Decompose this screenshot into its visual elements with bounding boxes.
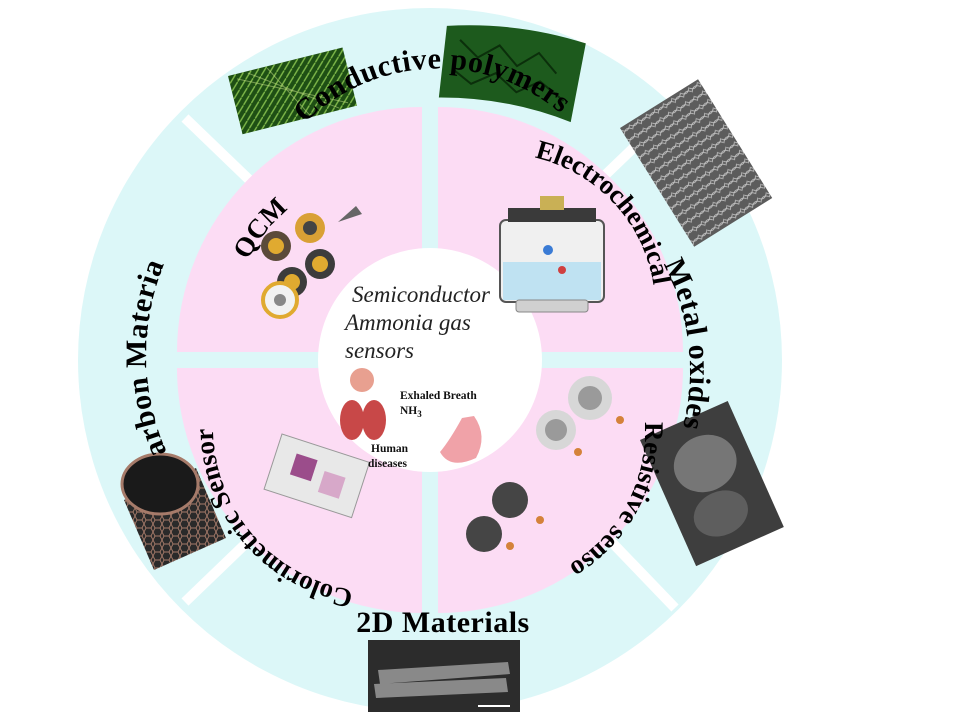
center-title-line-1: Semiconductor [352, 282, 491, 307]
resistive-sensor-image [466, 376, 624, 552]
diseases-label: diseases [368, 458, 408, 470]
center-title-line-3: sensors [345, 338, 414, 363]
human-label: Human [371, 443, 409, 455]
metal-oxide-structure-image [640, 400, 784, 567]
exhaled-breath-label: Exhaled Breath [400, 390, 477, 402]
qcm-device-image [261, 206, 362, 319]
nh3-base: NH [400, 405, 417, 417]
two-d-materials-label: 2D Materials [356, 606, 529, 639]
metal-oxide-nanowire-image [620, 79, 773, 247]
center-title-line-2: Ammonia gas [343, 310, 471, 335]
electrochemical-cell-image [499, 196, 605, 313]
nh3-label: NH3 [400, 405, 422, 419]
polymer-sheet-image [438, 25, 586, 123]
polymer-fiber-image [228, 47, 358, 135]
stomach-image [440, 416, 482, 463]
two-d-material-image [368, 640, 520, 712]
colorimetric-sensor-image [263, 433, 371, 519]
nh3-subscript: 3 [417, 409, 422, 419]
human-lungs-image [340, 368, 386, 440]
carbon-nanotube-image [120, 452, 226, 570]
